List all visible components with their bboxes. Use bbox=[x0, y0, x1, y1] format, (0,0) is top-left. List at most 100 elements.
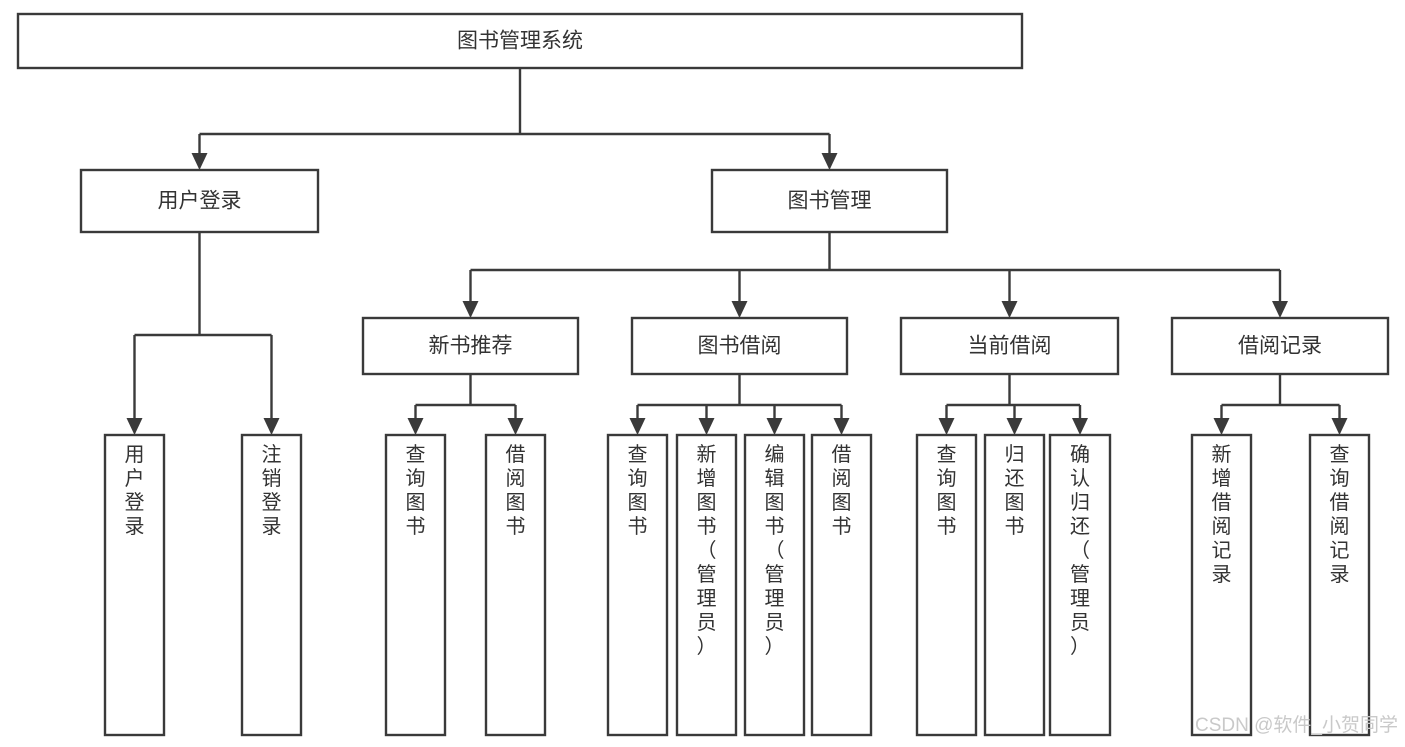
node-label-book-management: 图书管理 bbox=[788, 190, 872, 213]
node-label-char: 借 bbox=[1212, 491, 1232, 514]
current-borrow-to-leaf-return-book-arrowhead bbox=[1006, 418, 1023, 435]
node-box-root[interactable] bbox=[16, 12, 1024, 70]
node-label-char: 借 bbox=[1330, 491, 1350, 514]
node-label-char: （ bbox=[1070, 539, 1090, 562]
node-boxes: 图书管理系统用户登录图书管理新书推荐图书借阅当前借阅借阅记录用户登录注销登录查询… bbox=[16, 12, 1390, 737]
node-label-char: ） bbox=[1070, 635, 1090, 658]
node-label-char: 还 bbox=[1005, 467, 1025, 490]
node-label-char: 记 bbox=[1330, 539, 1350, 562]
node-box-book-borrow[interactable] bbox=[630, 316, 849, 376]
node-label-char: 归 bbox=[1070, 491, 1090, 514]
node-label-char: 辑 bbox=[765, 467, 785, 490]
node-label-char: 管 bbox=[697, 563, 717, 586]
node-box-user-login[interactable] bbox=[79, 168, 320, 234]
book-borrow-to-leaf-edit-book-arrowhead bbox=[766, 418, 783, 435]
node-label-char: 新 bbox=[697, 443, 717, 466]
node-label-current-borrow: 当前借阅 bbox=[968, 335, 1052, 358]
node-box-leaf-return-book[interactable] bbox=[983, 433, 1046, 737]
user-login-to-leaf-logout-arrowhead bbox=[263, 418, 280, 435]
node-label-borrow-record: 借阅记录 bbox=[1238, 335, 1322, 358]
node-label-char: 理 bbox=[697, 588, 717, 610]
node-label-char: 图 bbox=[628, 492, 648, 514]
node-label-char: 户 bbox=[125, 467, 145, 490]
node-label-char: 登 bbox=[262, 491, 282, 514]
node-label-root: 图书管理系统 bbox=[457, 30, 583, 53]
node-box-leaf-borrow-book-1[interactable] bbox=[484, 433, 547, 737]
user-login-to-leaf-user-login-arrowhead bbox=[126, 418, 143, 435]
node-label-char: 员 bbox=[765, 612, 785, 634]
node-leaf-user-login[interactable]: 用户登录 bbox=[103, 433, 166, 737]
node-label-char: ） bbox=[765, 635, 785, 658]
node-box-current-borrow[interactable] bbox=[899, 316, 1120, 376]
node-label-char: 阅 bbox=[506, 467, 526, 490]
node-label-char: 查 bbox=[406, 443, 426, 466]
node-box-leaf-borrow-book-2[interactable] bbox=[810, 433, 873, 737]
node-box-book-management[interactable] bbox=[710, 168, 949, 234]
node-label-char: 销 bbox=[262, 467, 282, 490]
current-borrow-to-leaf-query-book-3-arrowhead bbox=[938, 418, 955, 435]
root-to-user-login-arrowhead bbox=[191, 153, 208, 170]
node-label-char: 借 bbox=[506, 443, 526, 466]
node-label-char: 员 bbox=[1070, 612, 1090, 634]
node-book-management[interactable]: 图书管理 bbox=[710, 168, 949, 234]
node-label-char: 还 bbox=[1070, 515, 1090, 538]
node-box-leaf-user-login[interactable] bbox=[103, 433, 166, 737]
node-label-char: 编 bbox=[765, 443, 785, 466]
node-label-char: （ bbox=[765, 539, 785, 562]
node-box-borrow-record[interactable] bbox=[1170, 316, 1390, 376]
node-new-book-recommend[interactable]: 新书推荐 bbox=[361, 316, 580, 376]
connector-lines bbox=[126, 68, 1348, 435]
node-box-leaf-query-book-1[interactable] bbox=[384, 433, 447, 737]
node-label-char: 录 bbox=[1212, 564, 1232, 586]
node-label-char: 书 bbox=[937, 515, 957, 538]
node-label-char: 查 bbox=[937, 443, 957, 466]
node-box-leaf-query-record[interactable] bbox=[1308, 433, 1371, 737]
node-box-leaf-add-record[interactable] bbox=[1190, 433, 1253, 737]
node-label-char: 询 bbox=[937, 467, 957, 490]
node-label-char: 图 bbox=[1005, 492, 1025, 514]
node-box-leaf-edit-book[interactable] bbox=[743, 433, 806, 737]
node-box-new-book-recommend[interactable] bbox=[361, 316, 580, 376]
node-root[interactable]: 图书管理系统 bbox=[16, 12, 1024, 70]
book-borrow-to-leaf-add-book-arrowhead bbox=[698, 418, 715, 435]
node-label-char: 理 bbox=[1070, 588, 1090, 610]
node-current-borrow[interactable]: 当前借阅 bbox=[899, 316, 1120, 376]
node-label-book-borrow: 图书借阅 bbox=[698, 335, 782, 358]
node-label-char: 图 bbox=[832, 492, 852, 514]
node-book-borrow[interactable]: 图书借阅 bbox=[630, 316, 849, 376]
bm-to-borrow-record-arrowhead bbox=[1272, 301, 1288, 318]
node-borrow-record[interactable]: 借阅记录 bbox=[1170, 316, 1390, 376]
node-label-char: 图 bbox=[937, 492, 957, 514]
new-book-recommend-to-leaf-borrow-book-1-arrowhead bbox=[507, 418, 524, 435]
node-box-leaf-confirm-return[interactable] bbox=[1048, 433, 1112, 737]
node-box-leaf-logout[interactable] bbox=[240, 433, 303, 737]
node-label-char: 确 bbox=[1070, 443, 1090, 466]
book-borrow-to-leaf-query-book-2-arrowhead bbox=[629, 418, 646, 435]
node-label-char: 查 bbox=[1330, 443, 1350, 466]
node-box-leaf-query-book-2[interactable] bbox=[606, 433, 669, 737]
node-box-leaf-query-book-3[interactable] bbox=[915, 433, 978, 737]
borrow-record-to-leaf-query-record-arrowhead bbox=[1331, 418, 1348, 435]
node-label-char: 书 bbox=[697, 515, 717, 538]
node-label-char: 书 bbox=[832, 515, 852, 538]
root-to-book-management-arrowhead bbox=[821, 153, 838, 170]
node-label-char: 书 bbox=[506, 515, 526, 538]
node-user-login[interactable]: 用户登录 bbox=[79, 168, 320, 234]
node-label-char: 员 bbox=[697, 612, 717, 634]
node-box-leaf-add-book[interactable] bbox=[675, 433, 738, 737]
node-label-char: 询 bbox=[628, 467, 648, 490]
